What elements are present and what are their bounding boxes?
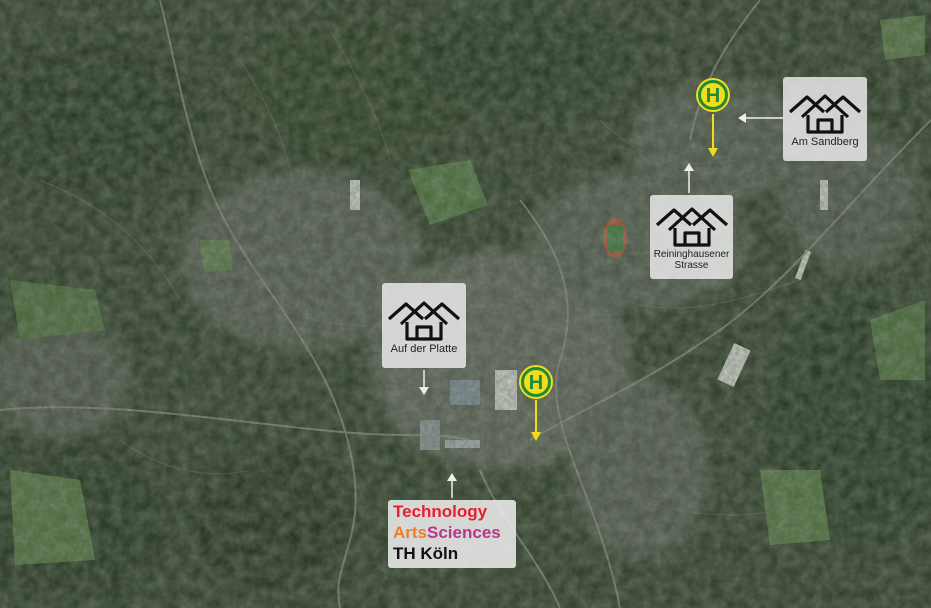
logo-th-koeln: TH Köln [393,544,459,563]
houses-icon [387,300,461,341]
place-label: Reininghausener Strasse [653,249,730,271]
houses-icon [655,207,728,247]
place-card-reininghausener-strasse[interactable]: Reininghausener Strasse [650,195,733,279]
th-koeln-logo[interactable]: Technology ArtsSciences TH Köln [388,500,516,568]
bus-stop-icon[interactable]: H [518,364,554,400]
logo-arts: Arts [393,523,428,542]
logo-sciences: Sciences [427,523,501,542]
place-card-am-sandberg[interactable]: Am Sandberg [783,77,867,161]
bus-stop-icon[interactable]: H [695,77,731,113]
place-label: Auf der Platte [390,342,458,355]
bus-stop-letter: H [706,85,720,107]
place-label: Am Sandberg [791,136,859,148]
houses-icon [788,94,862,134]
place-card-auf-der-platte[interactable]: Auf der Platte [382,283,466,368]
logo-technology: Technology [393,502,488,521]
bus-stop-letter: H [529,372,543,394]
